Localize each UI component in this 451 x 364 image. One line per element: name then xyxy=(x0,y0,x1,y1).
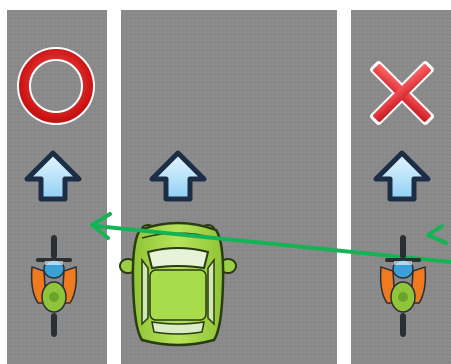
car-icon xyxy=(120,223,236,345)
